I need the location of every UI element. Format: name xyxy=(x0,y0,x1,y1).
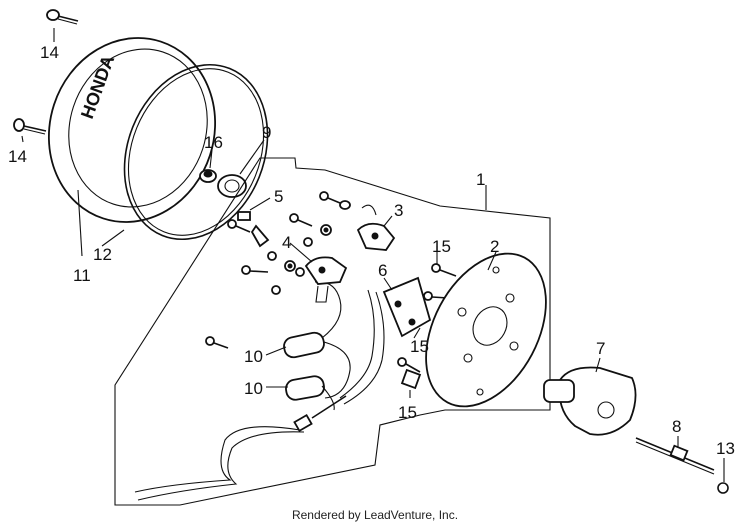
bracket-6 xyxy=(382,276,432,338)
bolt-14-top xyxy=(46,9,79,25)
callout-6: 6 xyxy=(378,261,387,280)
callout-16: 16 xyxy=(204,133,223,152)
o-ring-13 xyxy=(717,482,729,494)
callout-14-left: 14 xyxy=(8,147,27,166)
footer-credit: Rendered by LeadVenture, Inc. xyxy=(291,508,459,522)
callout-10-upper: 10 xyxy=(244,347,263,366)
base-plate xyxy=(425,252,547,408)
condenser-lower xyxy=(285,375,335,411)
callout-14-top: 14 xyxy=(40,43,59,62)
callout-13: 13 xyxy=(716,439,735,458)
screws-15 xyxy=(397,263,457,390)
lead-wires xyxy=(134,289,385,501)
grommet-16 xyxy=(199,169,217,183)
callout-12: 12 xyxy=(93,245,112,264)
leader-lines xyxy=(21,28,725,482)
callout-15-upper: 15 xyxy=(432,237,451,256)
callout-15-middle: 15 xyxy=(410,337,429,356)
screws-group xyxy=(205,191,351,349)
callout-9: 9 xyxy=(262,123,271,142)
callout-3: 3 xyxy=(394,201,403,220)
callout-7: 7 xyxy=(596,339,605,358)
callout-4: 4 xyxy=(282,233,291,252)
callout-8: 8 xyxy=(672,417,681,436)
callout-10-lower: 10 xyxy=(244,379,263,398)
clip-5 xyxy=(237,211,270,248)
cover-gasket xyxy=(123,63,269,241)
callout-11: 11 xyxy=(73,266,91,285)
spark-advancer xyxy=(543,366,637,436)
bolt-14-left xyxy=(13,118,47,135)
assembly-outline xyxy=(114,157,551,506)
callout-15-lower: 15 xyxy=(398,403,417,422)
advancer-shaft xyxy=(635,437,715,475)
callout-2: 2 xyxy=(490,237,499,256)
callout-1: 1 xyxy=(476,170,485,189)
contact-breaker-4 xyxy=(304,256,348,303)
callout-5: 5 xyxy=(274,187,283,206)
contact-breaker-3 xyxy=(356,204,396,251)
